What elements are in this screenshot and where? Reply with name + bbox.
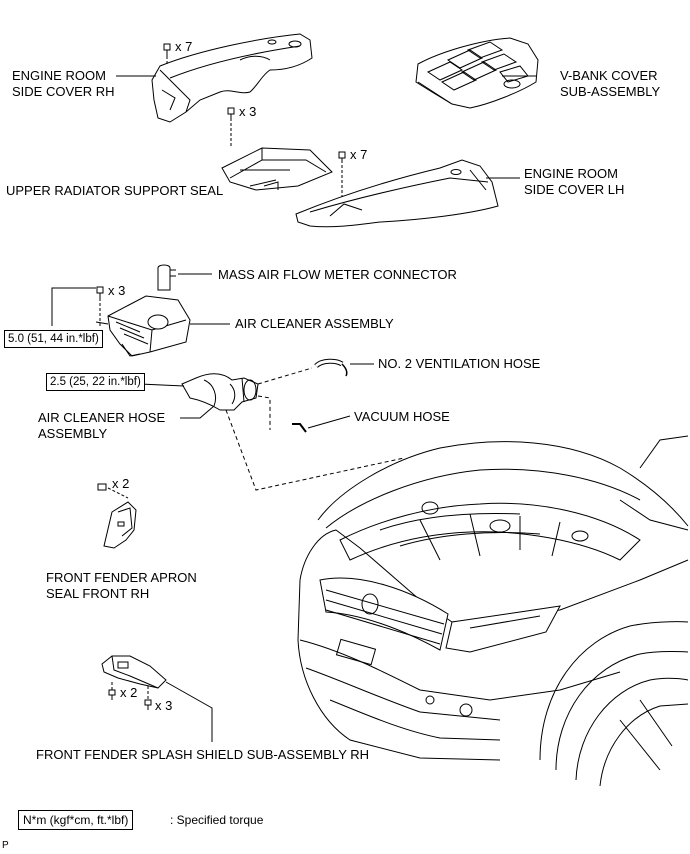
front-fender-apron-seal-part: [103, 501, 137, 549]
air-cleaner-bolt-count: x 3: [108, 283, 126, 298]
label-line: SEAL FRONT RH: [46, 586, 150, 601]
front-fender-splash-shield-part: [101, 655, 167, 689]
engine-room-side-cover-lh-part: [295, 159, 499, 228]
hose-clamp-torque-spec: 2.5 (25, 22 in.*lbf): [46, 373, 145, 391]
air-cleaner-hose-assembly-part: [181, 373, 259, 411]
no-2-ventilation-hose-label: NO. 2 VENTILATION HOSE: [378, 356, 541, 371]
front-fender-apron-seal-label: FRONT FENDER APRON SEAL FRONT RH: [46, 570, 197, 602]
mass-air-flow-meter-connector-label: MASS AIR FLOW METER CONNECTOR: [218, 267, 457, 282]
bolt-icon: [108, 689, 116, 700]
vacuum-hose-part: [292, 423, 307, 433]
air-cleaner-assembly-part: [95, 295, 191, 357]
clip-icon: [97, 483, 107, 491]
label-line: AIR CLEANER HOSE: [38, 410, 166, 425]
torque-legend-text: : Specified torque: [170, 813, 264, 827]
label-line: ENGINE ROOM: [12, 68, 106, 83]
v-bank-cover-part: [415, 37, 539, 109]
apron-seal-clip-count: x 2: [112, 476, 130, 491]
engine-room-side-cover-rh-part: [151, 33, 313, 123]
label-line: SIDE COVER LH: [524, 182, 625, 197]
torque-legend-box: N*m (kgf*cm, ft.*lbf): [18, 810, 134, 830]
bolt-icon: [163, 43, 171, 56]
label-line: SUB-ASSEMBLY: [560, 84, 661, 99]
air-cleaner-torque-spec: 5.0 (51, 44 in.*lbf): [4, 330, 103, 348]
air-cleaner-assembly-label: AIR CLEANER ASSEMBLY: [235, 316, 394, 331]
engine-room-side-cover-rh-label: ENGINE ROOM SIDE COVER RH: [12, 68, 115, 100]
label-line: FRONT FENDER APRON: [46, 570, 197, 585]
vehicle-front-illustration: [297, 435, 689, 787]
label-line: V-BANK COVER: [560, 68, 658, 83]
front-fender-splash-shield-label: FRONT FENDER SPLASH SHIELD SUB-ASSEMBLY …: [36, 747, 370, 762]
corner-mark: P: [2, 840, 9, 851]
no-2-ventilation-hose-part: [314, 358, 348, 377]
bolt-icon: [338, 151, 346, 162]
side-cover-rh-bolt-count: x 7: [175, 39, 193, 54]
engine-room-side-cover-lh-label: ENGINE ROOM SIDE COVER LH: [524, 166, 624, 198]
vacuum-hose-label: VACUUM HOSE: [354, 409, 450, 424]
bolt-icon: [96, 286, 104, 298]
label-line: ASSEMBLY: [38, 426, 108, 441]
radiator-seal-clip-count: x 3: [239, 104, 257, 119]
mass-air-flow-meter-connector-part: [157, 264, 176, 291]
air-cleaner-hose-assembly-label: AIR CLEANER HOSE ASSEMBLY: [38, 410, 165, 442]
splash-shield-bolt-count: x 2: [120, 685, 138, 700]
side-cover-lh-bolt-count: x 7: [350, 147, 368, 162]
v-bank-cover-label: V-BANK COVER SUB-ASSEMBLY: [560, 68, 660, 100]
splash-shield-clip-count: x 3: [155, 698, 173, 713]
upper-radiator-support-seal-part: [221, 147, 333, 191]
label-line: SIDE COVER RH: [12, 84, 115, 99]
bolt-icon: [144, 699, 152, 710]
upper-radiator-support-seal-label: UPPER RADIATOR SUPPORT SEAL: [6, 183, 224, 198]
clip-icon: [227, 107, 235, 118]
label-line: ENGINE ROOM: [524, 166, 618, 181]
